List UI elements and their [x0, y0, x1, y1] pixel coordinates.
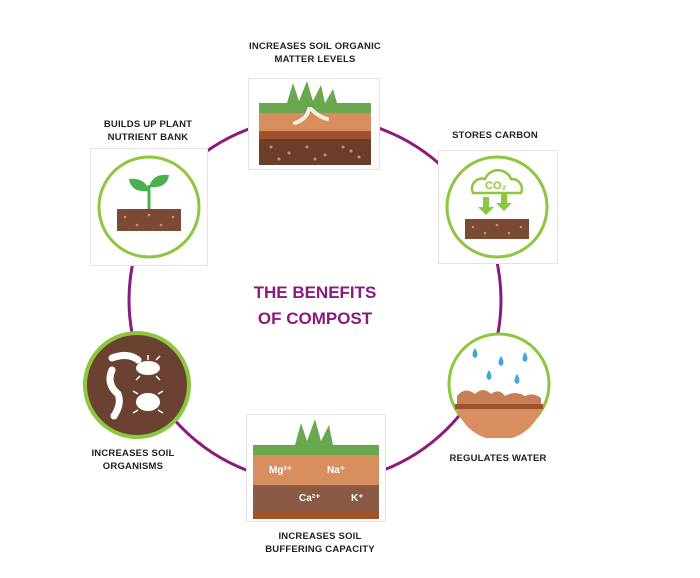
- node-buffering-capacity: Mg²⁺ Na⁺ Ca²⁺ K⁺: [246, 414, 386, 522]
- label-organic-matter: INCREASES SOIL ORGANIC MATTER LEVELS: [249, 41, 381, 65]
- label-nutrient-bank: BUILDS UP PLANT NUTRIENT BANK: [103, 119, 193, 143]
- label-buffering-capacity: INCREASES SOIL BUFFERING CAPACITY: [265, 531, 375, 555]
- node-stores-carbon: CO₂: [438, 150, 558, 264]
- label-regulates-water: REGULATES WATER: [449, 453, 547, 464]
- water-drops-soil-icon: [447, 332, 551, 440]
- node-organic-matter: [248, 78, 380, 170]
- label-stores-carbon: STORES CARBON: [452, 130, 538, 141]
- diagram-title: THE BENEFITS OF COMPOST: [235, 280, 395, 332]
- node-nutrient-bank: [90, 148, 208, 266]
- title-line-2: OF COMPOST: [257, 309, 373, 328]
- nutrient-na: Na⁺: [327, 465, 345, 476]
- nutrient-k: K⁺: [351, 493, 364, 504]
- grass-soil-root-icon: [259, 81, 371, 165]
- node-regulates-water: [445, 330, 553, 440]
- seedling-soil-icon: [97, 155, 201, 259]
- nutrient-mg: Mg²⁺: [269, 465, 292, 476]
- title-line-1: THE BENEFITS: [253, 283, 377, 302]
- co2-cloud-soil-icon: CO₂: [445, 155, 549, 259]
- svg-text:CO₂: CO₂: [485, 180, 507, 192]
- nutrient-ca: Ca²⁺: [299, 493, 320, 504]
- worms-bugs-icon: [83, 331, 191, 439]
- node-soil-organisms: [82, 330, 192, 440]
- label-soil-organisms: INCREASES SOIL ORGANISMS: [91, 448, 175, 472]
- soil-nutrient-layers-icon: Mg²⁺ Na⁺ Ca²⁺ K⁺: [253, 419, 379, 519]
